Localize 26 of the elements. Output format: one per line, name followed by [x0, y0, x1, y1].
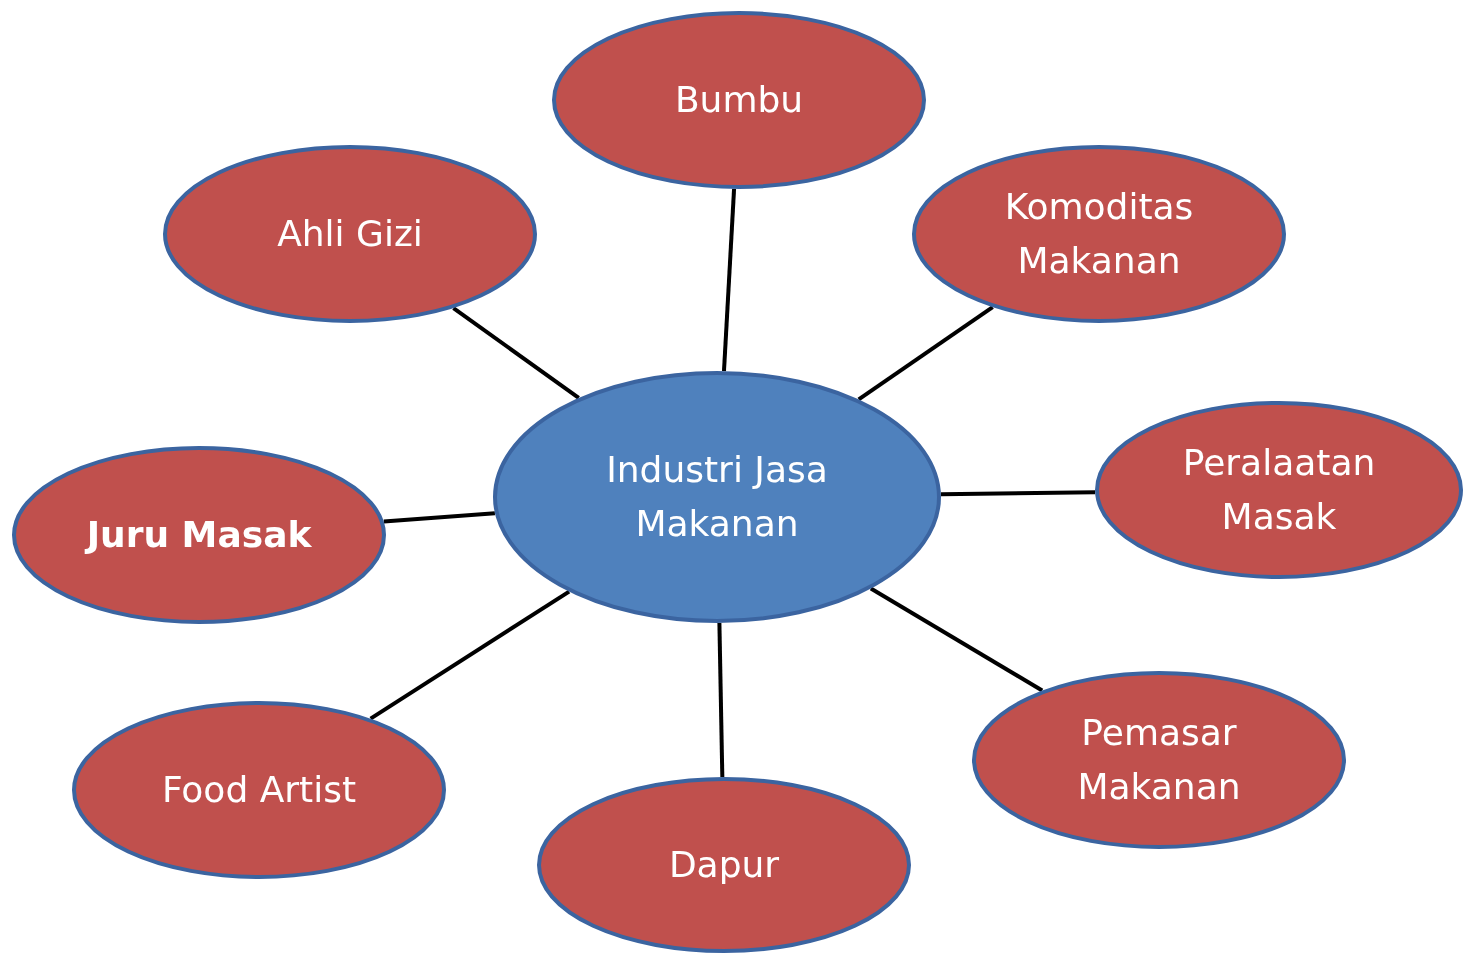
node-label: Peralaatan Masak: [1181, 441, 1377, 539]
connector-line: [940, 490, 1096, 497]
ellipse-node: [1095, 401, 1463, 579]
connector-line: [369, 589, 571, 721]
ellipse-node: [552, 11, 926, 189]
node-label: Bumbu: [674, 78, 804, 122]
ellipse-node: [912, 145, 1286, 323]
node-label: Ahli Gizi: [277, 212, 423, 256]
ellipse-node: [163, 145, 537, 323]
ellipse-node: [72, 701, 446, 879]
connector-line: [722, 188, 737, 372]
connector-line: [857, 305, 994, 402]
node-label: Industri Jasa Makanan: [605, 448, 829, 546]
node-label: Pemasar Makanan: [1076, 711, 1242, 809]
connector-line: [452, 306, 580, 400]
node-label: Dapur: [668, 843, 780, 887]
ellipse-node: [12, 446, 386, 624]
connector-line: [869, 586, 1044, 693]
ellipse-node: [972, 671, 1346, 849]
node-label: Juru Masak: [86, 513, 312, 557]
connector-line: [717, 622, 725, 778]
ellipse-node: [537, 777, 911, 953]
node-label: Food Artist: [161, 768, 357, 812]
node-label: Komoditas Makanan: [1003, 185, 1195, 283]
connector-line: [383, 511, 496, 524]
ellipse-node: [493, 371, 941, 623]
